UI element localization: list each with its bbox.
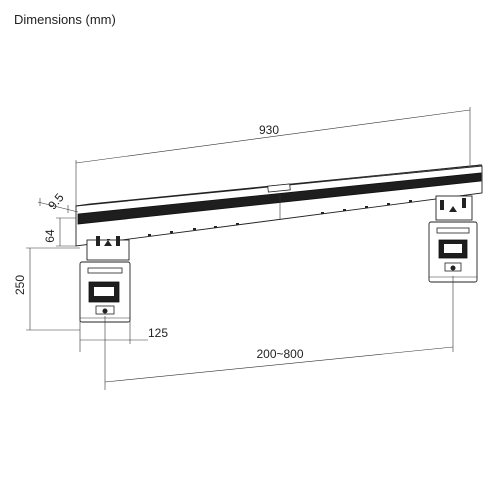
left-bracket-arm — [96, 236, 100, 246]
diagram-title: Dimensions (mm) — [14, 12, 116, 27]
right-tv-bracket — [428, 195, 478, 283]
left-bracket-window-inner — [94, 287, 114, 296]
right-bracket-screw — [450, 265, 456, 271]
rail-slot — [343, 209, 346, 211]
wall-rail — [75, 164, 483, 247]
left-bracket-slot — [87, 267, 123, 274]
depth-dimension-line — [37, 201, 79, 213]
rail-slot — [365, 206, 368, 208]
right-bracket-slot — [436, 227, 470, 234]
rail-slot — [214, 226, 217, 228]
vesa-label: 200~800 — [256, 347, 303, 361]
depth-label: 9.5 — [45, 190, 67, 212]
left-up-arrow-icon — [104, 240, 112, 246]
left-bracket-arm — [116, 236, 120, 246]
vesa-dimension: 200~800 — [104, 276, 454, 383]
offset-label: 125 — [148, 326, 168, 340]
rail-height-dimension: 64 — [43, 217, 76, 247]
rail-slot — [321, 212, 324, 214]
right-bracket-arm — [440, 200, 444, 210]
bubble-level — [267, 183, 291, 193]
rail-slot — [170, 231, 173, 233]
vesa-dimension-line — [104, 346, 454, 383]
rail-channel — [77, 172, 482, 225]
right-up-arrow-icon — [449, 206, 457, 212]
rail-front-face — [75, 165, 483, 247]
width-dimension-line — [75, 109, 471, 164]
left-tv-bracket — [79, 236, 131, 323]
depth-dimension: 9.5 — [37, 190, 79, 213]
bracket-height-dimension: 250 — [13, 247, 80, 331]
right-bracket-lock — [444, 262, 462, 272]
left-bracket-lock — [95, 305, 115, 315]
width-label: 930 — [259, 123, 279, 137]
right-bracket-window-inner — [444, 244, 462, 253]
offset-dimension: 125 — [79, 316, 168, 390]
rail-slot — [236, 223, 239, 225]
rail-height-label: 64 — [43, 229, 57, 243]
rail-slot — [387, 203, 390, 205]
width-dimension: 930 — [75, 107, 471, 208]
rail-slot — [193, 228, 196, 230]
bracket-height-label: 250 — [13, 275, 27, 295]
left-bracket-screw — [102, 308, 108, 314]
right-bracket-arm — [462, 198, 466, 208]
rail-slot — [409, 200, 412, 202]
rail-slot — [148, 234, 151, 236]
